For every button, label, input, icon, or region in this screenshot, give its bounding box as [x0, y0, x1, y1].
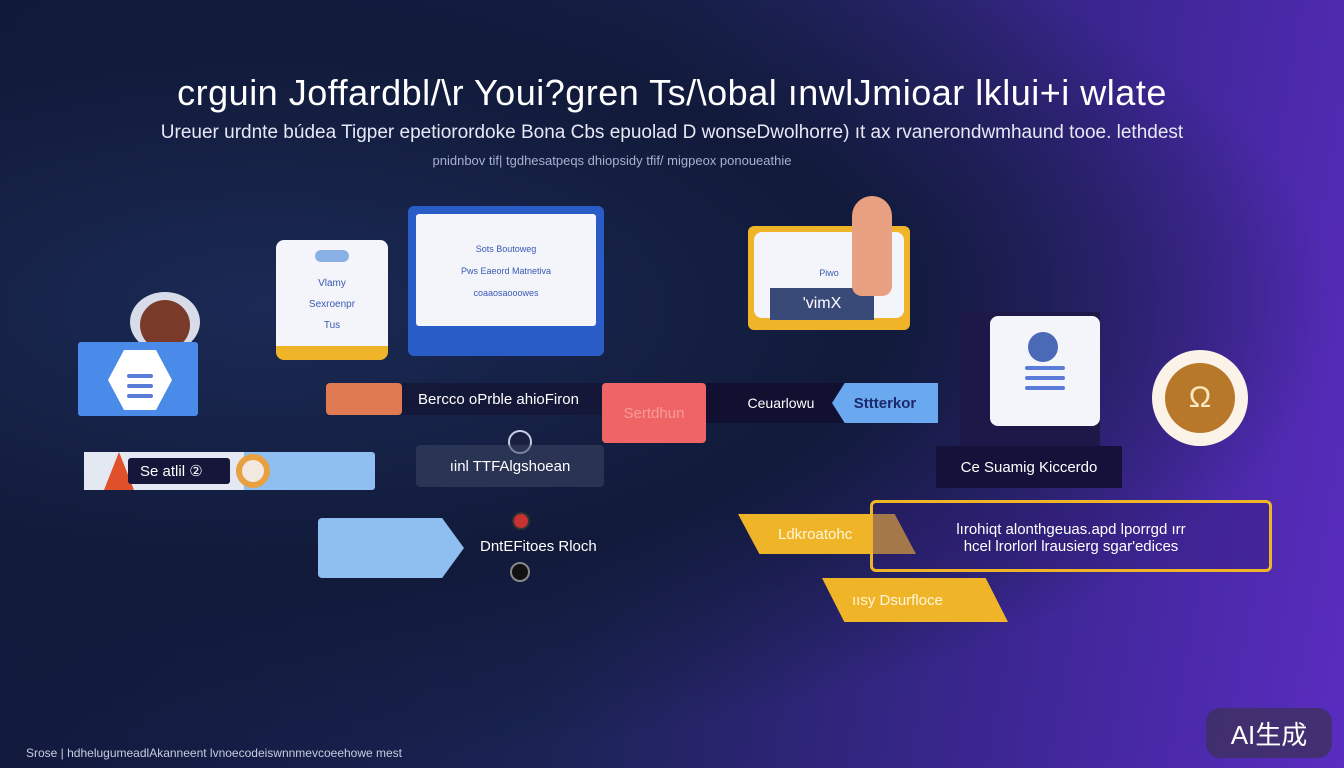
blue-arrow-block[interactable]	[318, 518, 464, 578]
page-subtitle: Ureuer urdnte búdea Tigper epetiorordoke…	[160, 122, 1184, 143]
middle-label: Ceuarlowu	[706, 383, 856, 423]
yellow-tag-2[interactable]: ıısy Dsurfloce	[822, 578, 1008, 622]
tagline: pnidnbov tif| tgdhesatpeqs dhiopsidy tfi…	[432, 153, 792, 168]
card-line: coaaosaooowes	[473, 288, 539, 298]
footer-text: Srose | hdhelugumeadlAkanneent lvnoecode…	[26, 746, 403, 760]
red-step-button[interactable]: Sertdhun	[602, 383, 706, 443]
gear-badge-icon: Ω	[1152, 350, 1248, 446]
description-line: hcel lrorlorl lrausierg sgar'edices	[963, 538, 1179, 555]
bottom-label: DntEFitoes Rloch	[480, 538, 597, 555]
card-line: Pws Eaeord Matnetiva	[460, 266, 552, 276]
hand-icon	[852, 196, 892, 296]
card-line: Tus	[323, 320, 341, 331]
orange-block[interactable]	[326, 383, 402, 415]
blue-tag[interactable]: Sttterkor	[832, 383, 938, 423]
search-bar[interactable]: Se atlil ②	[84, 452, 375, 490]
document-stand-icon	[960, 312, 1100, 452]
card-line: Vlamy	[318, 278, 346, 289]
yellow-tag-1[interactable]: Ldkroatohc	[738, 514, 916, 554]
search-label: Se atlil ②	[128, 458, 230, 484]
description-line: lırohiqt alonthgeuas.apd lporrgd ırr	[956, 521, 1186, 538]
orange-label: Bercco oPrble ahioFiron	[402, 383, 602, 415]
ai-generated-badge: AI生成	[1206, 708, 1332, 758]
document-folder-icon	[78, 292, 202, 426]
card-line: Sots Boutoweg	[475, 244, 537, 254]
laptop-card: Piwo 'vimX	[748, 196, 910, 330]
profile-card: Vlamy Sexroenpr Tus	[276, 240, 388, 360]
end-node-icon	[510, 562, 530, 582]
coin-icon	[236, 454, 270, 488]
node-label: ıinl TTFAlgshoean	[416, 445, 604, 487]
page-title: crguin Joffardbl/\r Youi?gren Ts/\obal ı…	[177, 72, 1167, 113]
right-box-label: Ce Suamig Kiccerdo	[936, 446, 1122, 488]
laptop-label: Piwo	[819, 268, 839, 278]
browser-window-card: Sots Boutoweg Pws Eaeord Matnetiva coaao…	[408, 206, 604, 356]
red-node-icon	[512, 512, 530, 530]
card-line: Sexroenpr	[308, 299, 356, 310]
description-box: lırohiqt alonthgeuas.apd lporrgd ırr hce…	[870, 500, 1272, 572]
